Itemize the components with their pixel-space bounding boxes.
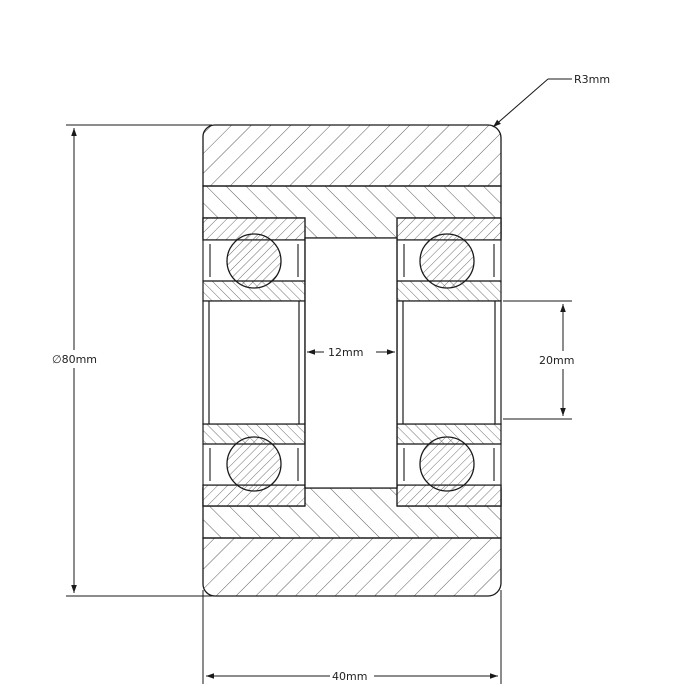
ball-top-left: [226, 233, 282, 289]
spacer-gap: [304, 237, 398, 489]
outer-sleeve-bottom: [202, 537, 502, 597]
bearing-outer-rings: [202, 217, 502, 507]
dim-width: [202, 590, 502, 685]
corner-radius-label: R3mm: [574, 73, 610, 86]
dim-bore: [503, 300, 586, 420]
bearing-inner-rings: [202, 280, 502, 445]
bearing-balls: [226, 233, 475, 492]
outer-sleeve: [202, 124, 502, 597]
outer-sleeve-top: [202, 124, 502, 187]
width-label: 40mm: [332, 670, 367, 683]
dim-corner-radius: [492, 78, 572, 128]
spacer-gap-label: 12mm: [328, 346, 363, 359]
ball-bottom-right: [419, 436, 475, 492]
ball-top-right: [419, 233, 475, 289]
ball-bottom-left: [226, 436, 282, 492]
bore-label: 20mm: [539, 354, 574, 367]
outer-diameter-label: ∅80mm: [52, 353, 97, 366]
bore: [202, 300, 502, 425]
dim-outer-diameter: [48, 124, 212, 597]
